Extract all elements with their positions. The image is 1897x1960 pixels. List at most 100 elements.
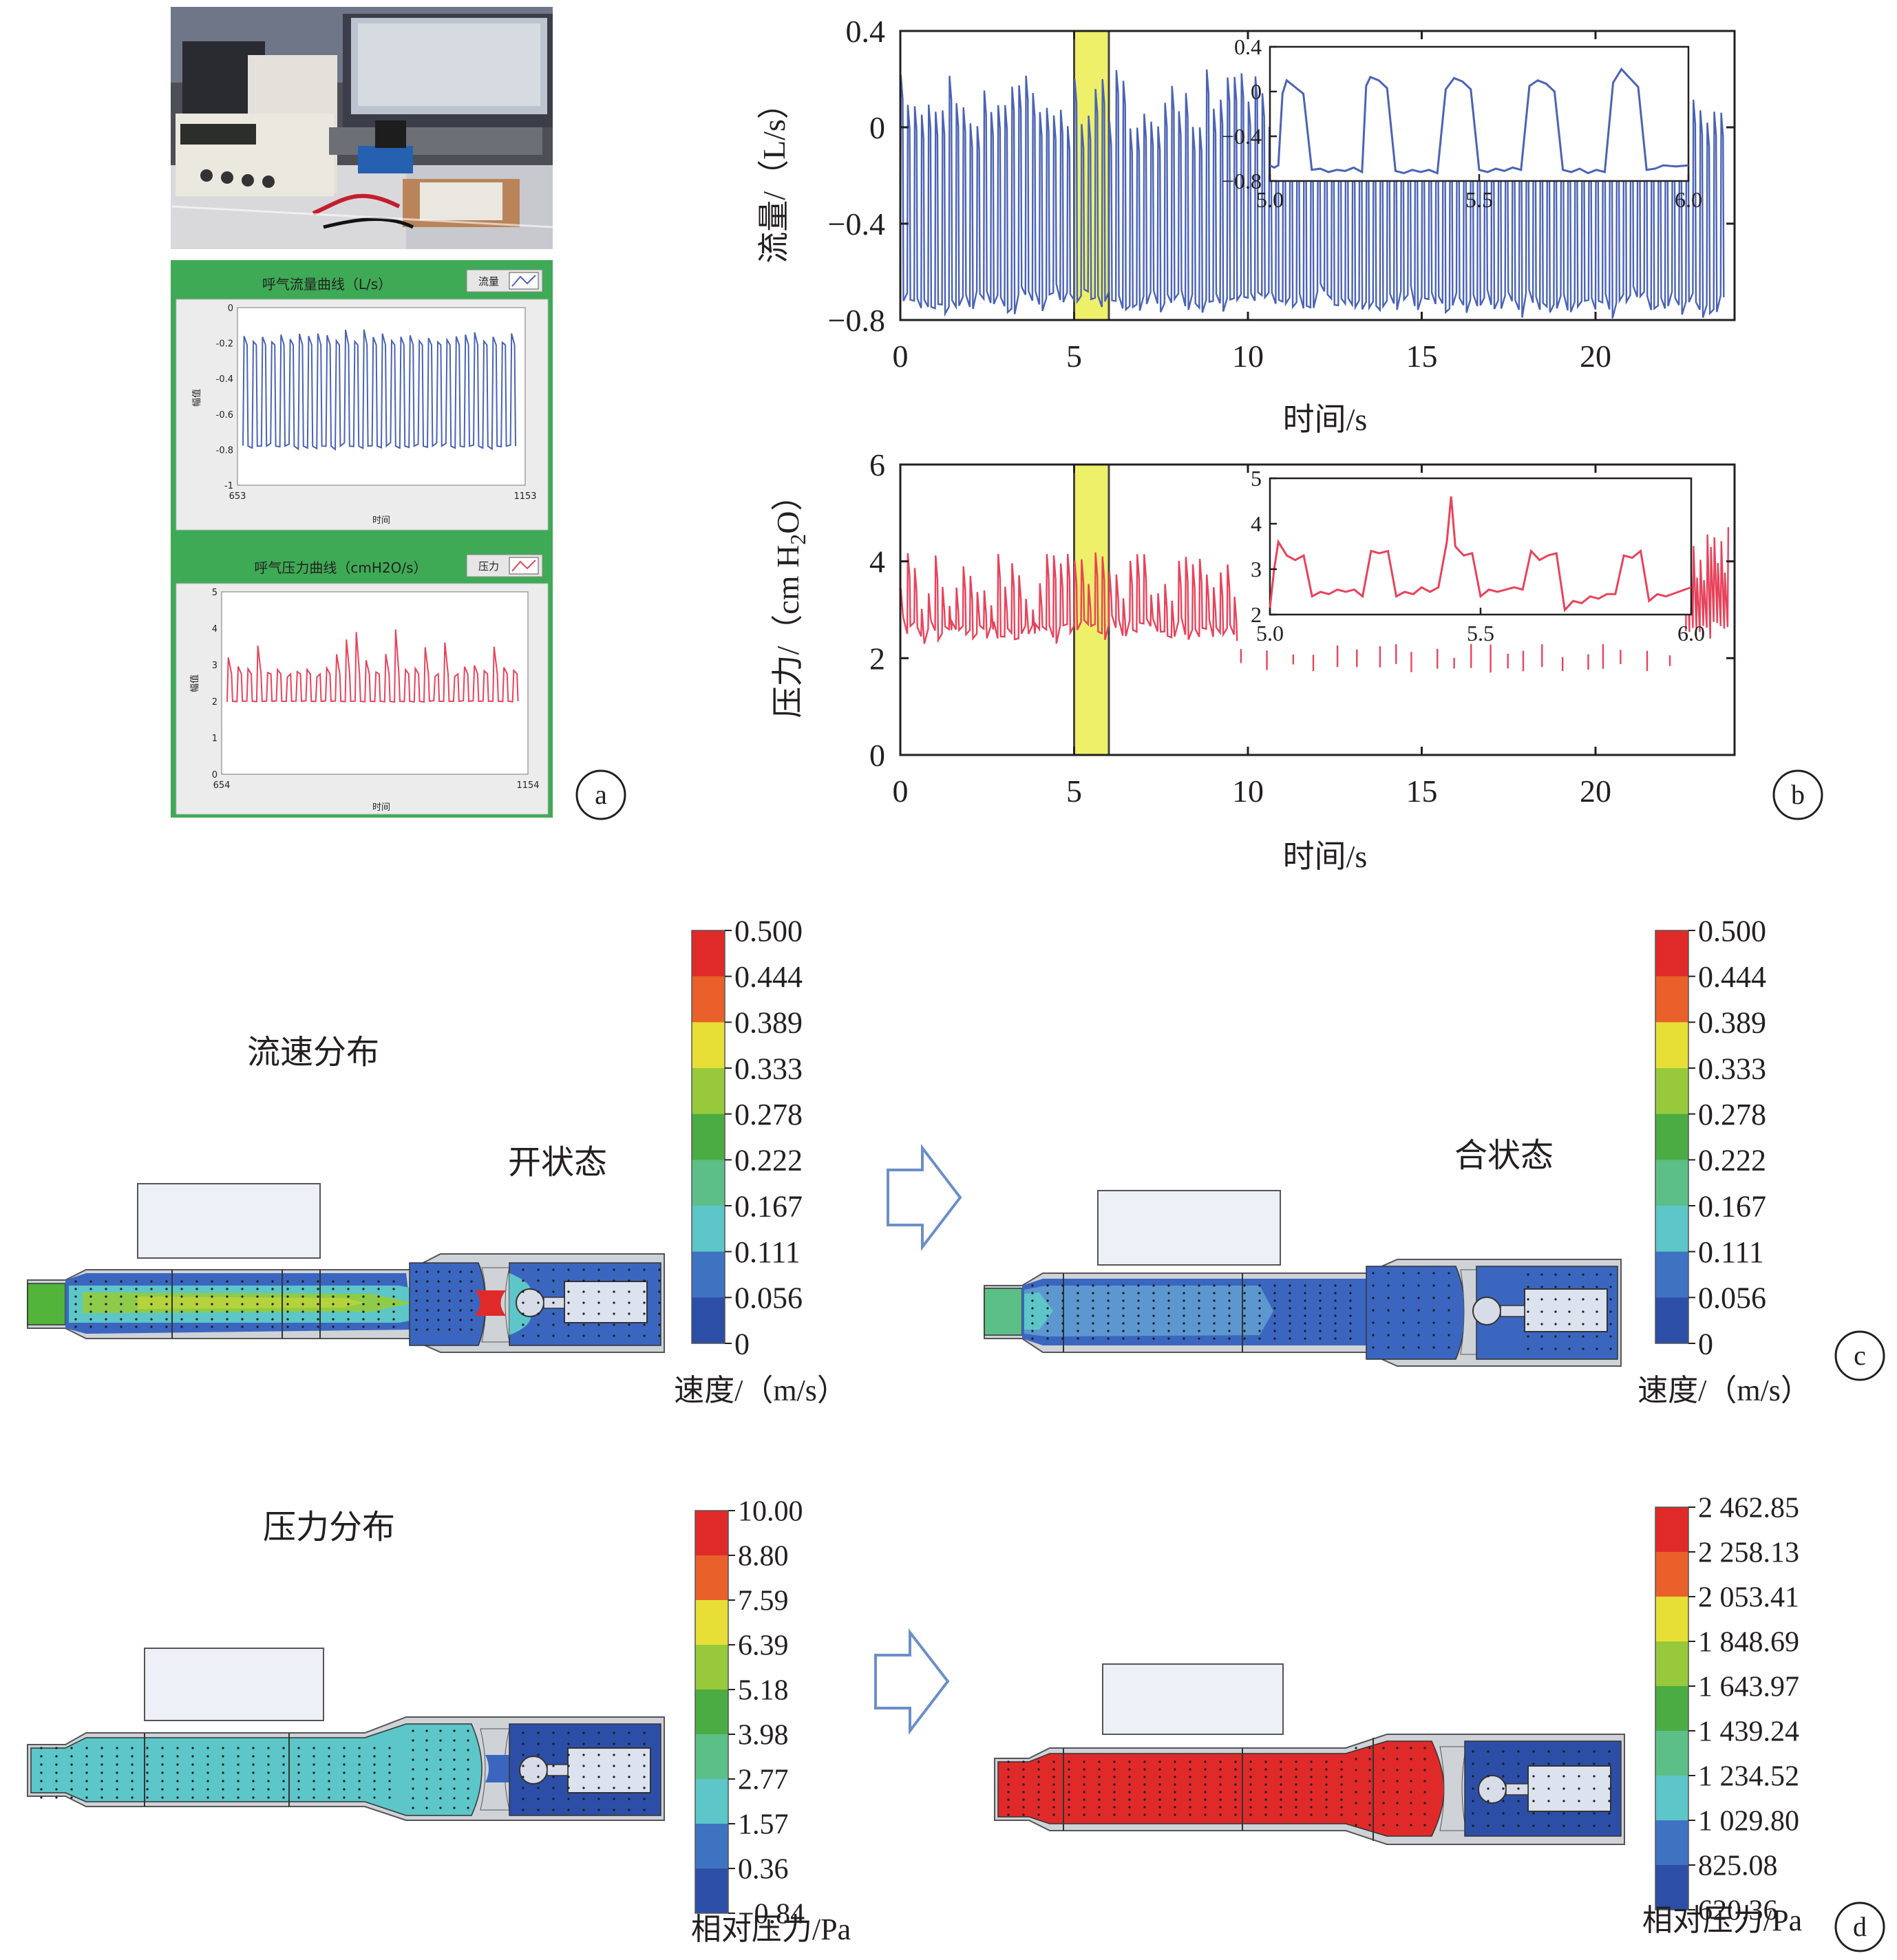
vector-dot — [267, 1796, 270, 1799]
vector-dot — [628, 1323, 630, 1326]
vector-dot — [105, 1295, 107, 1298]
vector-dot — [1472, 1762, 1474, 1765]
vector-dot — [1562, 1800, 1565, 1802]
velocity-legend-tick-label: 0 — [1698, 1327, 1713, 1361]
vector-dot — [1527, 1286, 1529, 1288]
vector-dot — [1022, 1798, 1025, 1801]
vector-dot — [1083, 1813, 1085, 1816]
velocity-open-device — [27, 1183, 665, 1353]
x-tick-label: 20 — [1580, 339, 1611, 374]
vector-dot — [439, 1778, 442, 1780]
vector-dot — [1158, 1776, 1161, 1778]
vector-dot — [1068, 1776, 1070, 1778]
vector-dot — [1137, 1307, 1140, 1310]
vector-dot — [1502, 1787, 1505, 1790]
vector-dot — [412, 1807, 414, 1809]
vector-dot — [362, 1318, 365, 1321]
vector-dot — [1396, 1747, 1399, 1749]
velocity-legend-frame — [1655, 930, 1689, 1344]
vector-dot — [426, 1319, 429, 1321]
vector-dot — [1349, 1307, 1352, 1310]
vector-dot — [1273, 1330, 1276, 1332]
vector-dot — [1295, 1813, 1297, 1816]
vector-dot — [1264, 1776, 1267, 1778]
vector-dot — [1325, 1776, 1328, 1778]
vector-dot — [1167, 1337, 1170, 1340]
vector-dot — [116, 1780, 118, 1782]
velocity-legend-tick-label: 0 — [734, 1327, 750, 1361]
vector-dot — [301, 1303, 304, 1306]
vector-dot — [282, 1796, 285, 1799]
vector-dot — [195, 1310, 198, 1313]
vector-dot — [332, 1318, 335, 1321]
vector-dot — [252, 1796, 255, 1799]
vector-dot — [1448, 1334, 1450, 1336]
vector-dot — [1007, 1798, 1010, 1801]
vector-dot — [597, 1765, 600, 1767]
vector-dot — [439, 1807, 442, 1809]
velocity-legend-swatch — [1655, 1068, 1688, 1115]
inset-x-tick-label: 6.0 — [1675, 187, 1702, 212]
vector-dot — [1472, 1812, 1474, 1815]
vector-dot — [537, 1312, 540, 1315]
velocity-legend-swatch — [1655, 976, 1688, 1023]
flow-legend-button[interactable]: 流量 — [466, 269, 543, 292]
vector-dot — [1143, 1798, 1146, 1801]
vector-dot — [412, 1729, 414, 1732]
vector-dot — [1340, 1783, 1343, 1786]
vector-dot — [237, 1747, 240, 1749]
vector-dot — [1083, 1798, 1085, 1801]
vector-dot — [131, 1780, 134, 1782]
vector-dot — [377, 1288, 380, 1290]
vector-dot — [628, 1279, 630, 1282]
vector-dot — [613, 1323, 615, 1326]
vector-dot — [105, 1303, 107, 1306]
vector-dot — [1304, 1322, 1306, 1325]
vector-dot — [1304, 1284, 1306, 1287]
vector-dot — [1107, 1292, 1110, 1295]
vector-dot — [388, 1796, 391, 1799]
vector-dot — [74, 1288, 77, 1290]
vector-dot — [1031, 1330, 1034, 1332]
vector-dot — [222, 1780, 224, 1782]
vector-dot — [1280, 1760, 1282, 1763]
vector-dot — [1219, 1791, 1222, 1793]
vector-dot — [85, 1788, 88, 1791]
vector-dot — [613, 1787, 615, 1789]
vector-dot — [1387, 1272, 1390, 1275]
vector-dot — [1137, 1322, 1140, 1325]
vector-dot — [448, 1290, 451, 1292]
vector-dot — [1319, 1307, 1322, 1310]
vector-dot — [1423, 1758, 1426, 1760]
velocity-legend-tick-label: 0.500 — [734, 914, 803, 948]
vector-dot — [271, 1318, 274, 1321]
vector-dot — [150, 1280, 153, 1283]
vector-dot — [1083, 1806, 1085, 1809]
vector-dot — [241, 1318, 244, 1321]
vector-dot — [425, 1739, 428, 1742]
vector-dot — [241, 1280, 244, 1283]
vector-dot — [1554, 1335, 1557, 1338]
vector-dot — [1402, 1346, 1405, 1349]
vector-dot — [1249, 1791, 1252, 1793]
vector-dot — [1068, 1813, 1070, 1816]
vector-dot — [1310, 1776, 1313, 1778]
vector-dot — [1417, 1284, 1420, 1287]
vector-dot — [70, 1763, 73, 1766]
vector-dot — [131, 1763, 134, 1766]
pressure-legend-button[interactable]: 压力 — [466, 554, 543, 577]
pressure-legend-tick-label: 1.57 — [738, 1809, 789, 1841]
pressure-legend-open: 10.008.807.596.395.183.982.771.570.36−0.… — [695, 1496, 805, 1930]
vector-dot — [1113, 1813, 1116, 1816]
vector-dot — [582, 1809, 585, 1811]
velocity-legend-swatch — [1655, 1114, 1688, 1160]
vector-dot — [1183, 1284, 1185, 1287]
vector-dot — [74, 1295, 77, 1298]
vector-dot — [467, 1739, 469, 1742]
vector-dot — [1174, 1798, 1176, 1801]
vector-dot — [1319, 1292, 1322, 1295]
vector-dot — [1174, 1791, 1176, 1793]
vector-dot — [567, 1334, 570, 1337]
